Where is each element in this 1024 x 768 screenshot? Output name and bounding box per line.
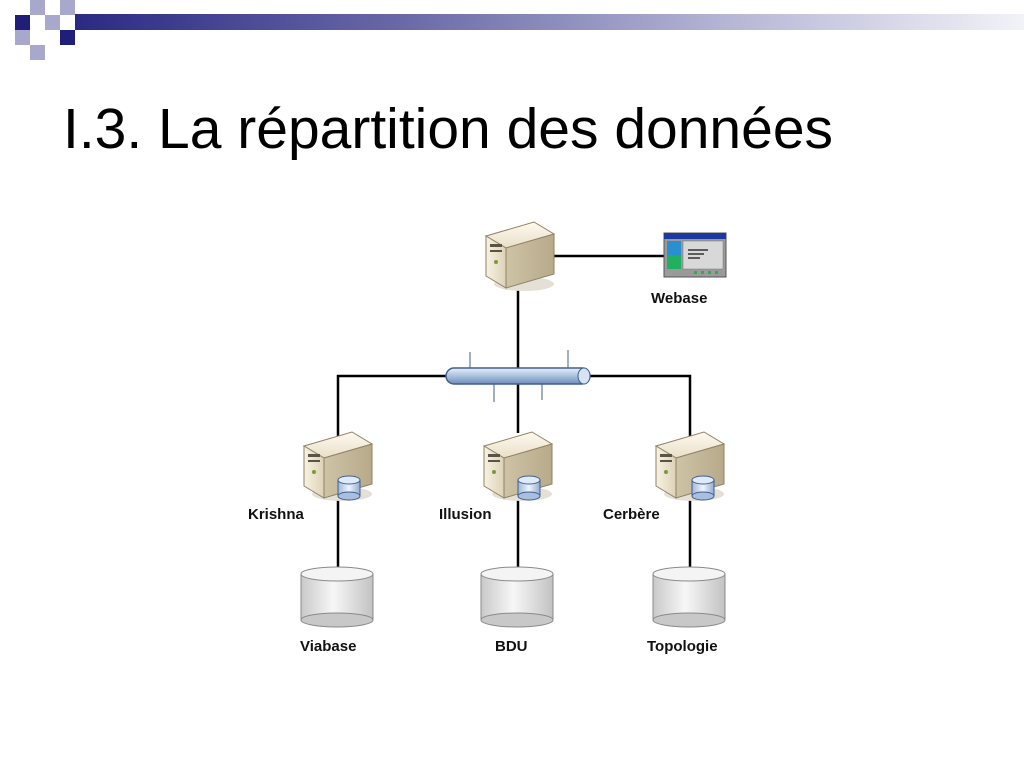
database-server-icon: [303, 431, 373, 502]
label-viabase: Viabase: [300, 638, 357, 655]
database-icon: [480, 566, 554, 628]
database-icon: [300, 566, 374, 628]
link-bus-left: [336, 374, 448, 442]
decor-square: [30, 0, 45, 15]
label-topologie: Topologie: [647, 638, 718, 655]
server-icon: [485, 221, 555, 292]
database-server-icon: [483, 431, 553, 502]
database-icon: [652, 566, 726, 628]
label-webase: Webase: [651, 290, 708, 307]
decor-square: [15, 15, 30, 30]
network-bus-icon: [445, 350, 591, 402]
application-window-icon: [663, 232, 727, 278]
database-server-icon: [655, 431, 725, 502]
label-cerbere: Cerbère: [603, 506, 660, 523]
label-bdu: BDU: [495, 638, 528, 655]
slide-title: I.3. La répartition des données: [63, 97, 834, 161]
label-illusion: Illusion: [439, 506, 492, 523]
label-krishna: Krishna: [248, 506, 304, 523]
link-bus-right: [588, 374, 692, 442]
decor-square: [30, 45, 45, 60]
decor-square: [60, 30, 75, 45]
decor-square: [15, 30, 30, 45]
decor-square: [60, 0, 75, 15]
title-gradient-bar: [75, 14, 1024, 30]
decor-square: [45, 15, 60, 30]
